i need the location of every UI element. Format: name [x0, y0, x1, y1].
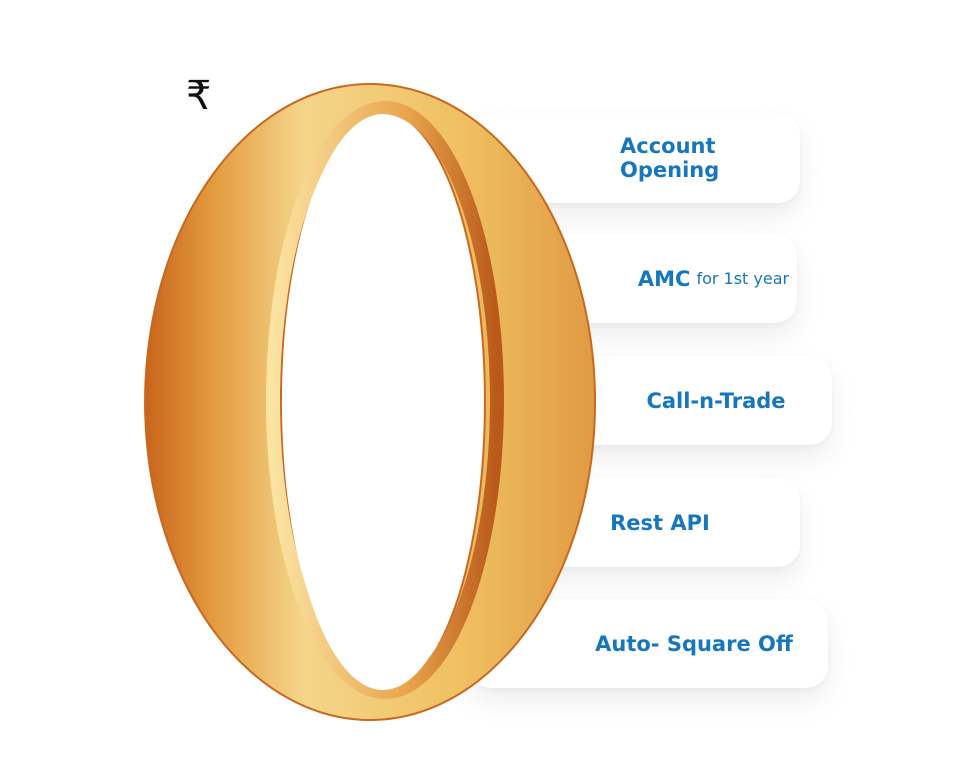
feature-suffix: for 1st year [696, 269, 790, 288]
feature-label: Rest API [610, 510, 710, 535]
feature-label: Account Opening [620, 134, 720, 182]
feature-label: AMC [637, 266, 691, 291]
feature-label: Auto- Square Off [595, 631, 793, 656]
rupee-symbol: ₹ [186, 73, 212, 119]
feature-label: Call-n-Trade [646, 388, 786, 413]
